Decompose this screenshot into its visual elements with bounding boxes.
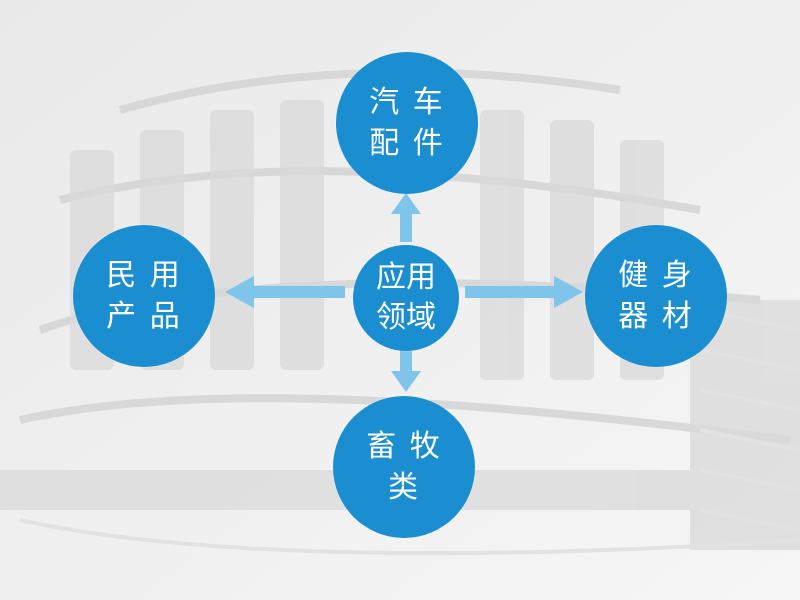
node-livestock-label: 畜 牧 类 [366,429,442,505]
node-civil-products-label: 民 用 产 品 [106,258,182,334]
node-center-label: 应用 领域 [376,260,436,335]
node-auto-parts: 汽 车 配 件 [336,52,478,194]
node-auto-parts-label: 汽 车 配 件 [369,85,445,161]
arrow-right [465,276,583,308]
arrow-left [225,276,345,308]
node-fitness-equipment: 健 身 器 材 [585,225,727,367]
arrow-down [391,342,421,392]
node-fitness-equipment-label: 健 身 器 材 [618,258,694,334]
arrow-up [391,193,421,242]
node-center: 应用 领域 [353,245,459,351]
node-livestock: 畜 牧 类 [333,396,475,538]
node-civil-products: 民 用 产 品 [73,225,215,367]
